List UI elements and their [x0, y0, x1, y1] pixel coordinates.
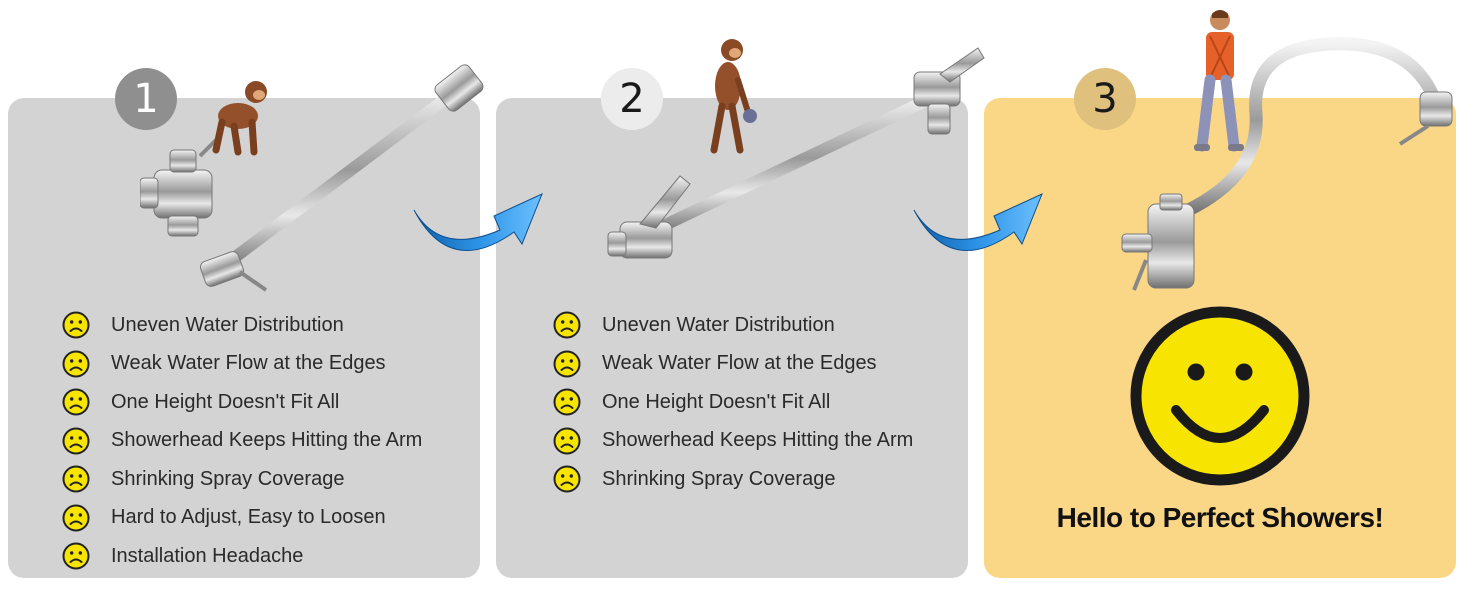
- sad-face-icon: [62, 388, 90, 416]
- list-item: Shrinking Spray Coverage: [62, 460, 422, 499]
- sad-face-icon: [62, 427, 90, 455]
- step-2-badge: 2: [601, 68, 663, 130]
- result-message: Hello to Perfect Showers!: [1056, 502, 1384, 533]
- smiley-face-icon: [1130, 306, 1310, 486]
- list-item: Shrinking Spray Coverage: [553, 460, 913, 499]
- sad-face-icon: [553, 465, 581, 493]
- step-2-issue-list: Uneven Water Distribution Weak Water Flo…: [553, 306, 913, 499]
- ape-icon: [710, 39, 757, 154]
- step-1-badge: 1: [115, 68, 177, 130]
- sad-face-icon: [62, 311, 90, 339]
- monkey-icon: [212, 81, 267, 156]
- sad-face-icon: [62, 504, 90, 532]
- curved-arrow-icon: [413, 193, 543, 252]
- sad-face-icon: [62, 465, 90, 493]
- sad-face-icon: [553, 350, 581, 378]
- step-2-panel: [496, 98, 968, 578]
- list-item: Installation Headache: [62, 537, 422, 576]
- list-item: Uneven Water Distribution: [553, 306, 913, 345]
- list-item: Weak Water Flow at the Edges: [553, 345, 913, 384]
- man-icon: [1194, 10, 1244, 152]
- sad-face-icon: [553, 311, 581, 339]
- sad-face-icon: [553, 388, 581, 416]
- step-1-panel: [8, 98, 480, 578]
- list-item: Showerhead Keeps Hitting the Arm: [553, 422, 913, 461]
- list-item: Hard to Adjust, Easy to Loosen: [62, 499, 422, 538]
- curved-shower-arm-icon: [1121, 37, 1453, 291]
- step-1-issue-list: Uneven Water Distribution Weak Water Flo…: [62, 306, 422, 576]
- step-3-badge: 3: [1074, 68, 1136, 130]
- list-item: Uneven Water Distribution: [62, 306, 422, 345]
- list-item: Showerhead Keeps Hitting the Arm: [62, 422, 422, 461]
- sad-face-icon: [553, 427, 581, 455]
- curved-arrow-icon: [913, 193, 1043, 252]
- list-item: One Height Doesn't Fit All: [553, 383, 913, 422]
- list-item: Weak Water Flow at the Edges: [62, 345, 422, 384]
- shower-arm-with-valve-icon: [607, 47, 985, 259]
- straight-shower-arm-icon: [140, 64, 484, 292]
- sad-face-icon: [62, 350, 90, 378]
- list-item: One Height Doesn't Fit All: [62, 383, 422, 422]
- sad-face-icon: [62, 542, 90, 570]
